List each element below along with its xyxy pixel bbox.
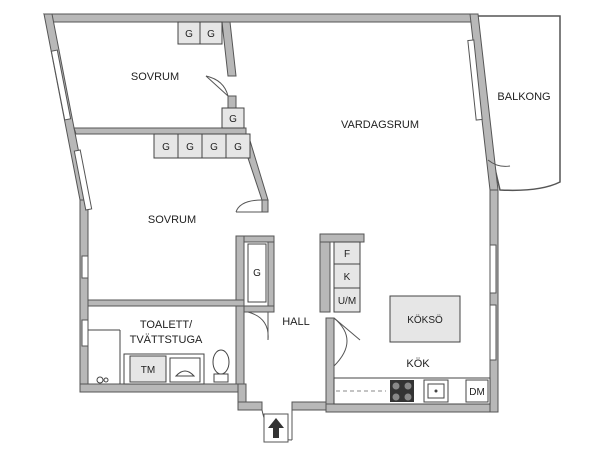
freezer-label: F	[344, 249, 350, 260]
bathroom-fixtures: TM	[88, 329, 230, 385]
balcony	[475, 15, 561, 192]
room-labels: SOVRUM SOVRUM VARDAGSRUM BALKONG HALL TO…	[130, 71, 551, 370]
wardrobe-top-bedroom: G G G	[177, 21, 245, 129]
washbasin-icon	[169, 357, 201, 383]
appliance-column: F K U/M	[319, 233, 365, 313]
wardrobe-label: G	[186, 142, 194, 153]
hall-closet: G	[247, 243, 267, 303]
wardrobe-label: G	[185, 29, 193, 40]
dishwasher-label: DM	[469, 387, 485, 398]
windows	[50, 39, 497, 361]
kitchen-island: KÖKSÖ	[389, 295, 461, 343]
up-arrow-icon	[263, 413, 289, 443]
room-label-tvattstuga: TVÄTTSTUGA	[130, 334, 203, 346]
wardrobe-label: G	[162, 142, 170, 153]
wardrobe-label: G	[207, 29, 215, 40]
stove-icon	[390, 380, 414, 402]
fridge-label: K	[344, 272, 351, 283]
wardrobe-label: G	[234, 142, 242, 153]
kitchen-counter: DM	[333, 377, 491, 405]
room-label-balkong: BALKONG	[497, 91, 550, 103]
floor-drain	[96, 376, 109, 384]
exterior-walls	[42, 13, 499, 413]
wardrobe-mid-bedroom: G G G G	[153, 133, 251, 159]
interior-walls	[73, 21, 335, 405]
room-label-hall: HALL	[282, 316, 310, 328]
washer-label: TM	[141, 365, 155, 376]
sink-icon	[423, 379, 449, 403]
wardrobe-label: G	[229, 114, 237, 125]
microwave-oven-label: U/M	[338, 296, 356, 307]
room-label-sovrum-top: SOVRUM	[131, 71, 179, 83]
room-label-vardagsrum: VARDAGSRUM	[341, 119, 419, 131]
room-label-sovrum-mid: SOVRUM	[148, 214, 196, 226]
kitchen-island-label: KÖKSÖ	[407, 314, 443, 326]
wardrobe-label: G	[210, 142, 218, 153]
toilet-icon	[212, 349, 230, 383]
wardrobe-label: G	[253, 268, 261, 279]
room-label-kok: KÖK	[406, 358, 430, 370]
room-label-toalett: TOALETT/	[140, 319, 193, 331]
